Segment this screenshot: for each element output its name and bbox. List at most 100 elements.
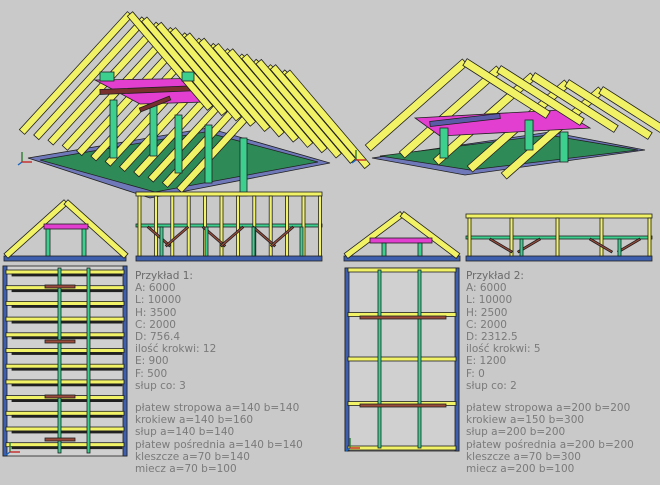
rafter-elevation xyxy=(555,217,560,257)
rafter-elevation xyxy=(301,195,306,257)
wall-plate xyxy=(2,265,8,457)
rafter xyxy=(530,72,619,133)
post xyxy=(381,242,387,257)
rafter xyxy=(141,16,228,117)
post xyxy=(439,127,449,159)
collar-tie xyxy=(369,237,433,244)
post xyxy=(204,124,213,184)
rafter-shadow xyxy=(11,289,123,293)
strut-plan xyxy=(44,437,76,442)
post xyxy=(417,242,423,257)
example-1-section: płatew stropowa a=140 b=140 xyxy=(135,402,300,415)
rafter-shadow xyxy=(11,320,123,324)
rafter-shadow xyxy=(11,367,123,371)
strut xyxy=(138,95,172,113)
example-1-param: E: 900 xyxy=(135,355,169,368)
axis-z-icon xyxy=(351,159,357,164)
example-2-param: D: 2312.5 xyxy=(466,331,518,344)
example-2-param: A: 6000 xyxy=(466,282,507,295)
floor-beam xyxy=(379,134,639,171)
rafter xyxy=(241,53,328,154)
strut-plan xyxy=(44,284,76,289)
rafter-shadow xyxy=(11,352,123,355)
rafter-shadow xyxy=(11,414,123,418)
example-1-section: krokiew a=140 b=160 xyxy=(135,414,254,427)
rafter xyxy=(598,86,660,133)
example-2-param: L: 10000 xyxy=(466,294,513,307)
rafter-elevation xyxy=(467,217,472,257)
post xyxy=(204,226,209,257)
example-1-title: Przykład 1: xyxy=(135,270,193,282)
example-2-param: F: 0 xyxy=(466,367,485,380)
rafter xyxy=(126,11,214,111)
rafter-elevation xyxy=(137,195,142,257)
rafter-plan xyxy=(5,379,125,385)
purlin-end xyxy=(99,71,115,82)
rafter xyxy=(18,11,134,135)
rafter-right xyxy=(399,211,461,259)
example-2-section: płatew stropowa a=200 b=200 xyxy=(466,402,631,415)
purlin xyxy=(135,223,323,228)
example-2-section: słup a=200 b=200 xyxy=(466,426,566,439)
rafter-shadow xyxy=(11,430,123,434)
rafter-plan xyxy=(5,442,125,448)
purlin-end xyxy=(181,71,195,82)
strut-plan xyxy=(44,394,76,399)
strut-plan xyxy=(44,339,76,344)
rafter-elevation xyxy=(509,217,514,257)
rafter xyxy=(183,32,271,133)
example-1-section: płatew pośrednia a=140 b=140 xyxy=(135,438,303,451)
rafter-shadow xyxy=(11,304,123,308)
rafter-plan xyxy=(5,316,125,322)
rafter xyxy=(284,69,371,170)
rafter xyxy=(155,21,242,122)
tie-beam xyxy=(429,113,501,127)
purlin-plan xyxy=(86,267,91,454)
rafter-plan xyxy=(5,426,125,432)
collar-tie xyxy=(43,223,89,230)
axis-z-icon xyxy=(5,451,11,456)
post xyxy=(159,226,164,257)
floor-plate xyxy=(343,255,461,262)
example-1-param: D: 756.4 xyxy=(135,331,181,344)
rafter-plan xyxy=(5,300,125,306)
floor-plate xyxy=(465,255,653,262)
example-1-param: H: 3500 xyxy=(135,306,177,319)
rafter-elevation xyxy=(647,217,652,257)
rafter-left xyxy=(3,199,69,259)
strut-plan xyxy=(359,403,447,408)
rafter xyxy=(564,79,653,140)
rafter xyxy=(226,48,314,148)
example-1-param: L: 10000 xyxy=(135,294,182,307)
rafter-shadow xyxy=(11,336,123,340)
rafter-elevation xyxy=(599,217,604,257)
example-1-section: kleszcze a=70 b=140 xyxy=(135,450,250,463)
rafter-plan xyxy=(5,348,125,353)
strut xyxy=(164,225,190,248)
strut xyxy=(488,237,514,254)
rafter-plan xyxy=(5,363,125,369)
top-plate xyxy=(135,191,323,197)
post xyxy=(251,226,256,257)
post xyxy=(559,131,569,163)
rafter xyxy=(255,58,342,159)
example-1-param: C: 2000 xyxy=(135,318,176,331)
rafter-plan xyxy=(347,445,457,451)
rafter xyxy=(198,37,285,138)
axis-z-icon xyxy=(345,447,351,452)
rafter-shadow xyxy=(11,399,123,403)
example-2-section: kleszcze a=70 b=300 xyxy=(466,450,581,463)
strut xyxy=(269,225,295,248)
rafter xyxy=(364,58,469,152)
post xyxy=(617,238,622,257)
post xyxy=(81,228,87,257)
example-1-section: słup a=140 b=140 xyxy=(135,426,235,439)
example-1-section: miecz a=70 b=100 xyxy=(135,463,237,476)
example-2-section: płatew pośrednia a=200 b=200 xyxy=(466,438,634,451)
floor-plate xyxy=(135,255,323,262)
example-2-title: Przykład 2: xyxy=(466,270,524,282)
rafter-elevation xyxy=(219,195,224,257)
example-2-section: krokiew a=150 b=300 xyxy=(466,414,585,427)
purlin-plan xyxy=(377,269,382,449)
